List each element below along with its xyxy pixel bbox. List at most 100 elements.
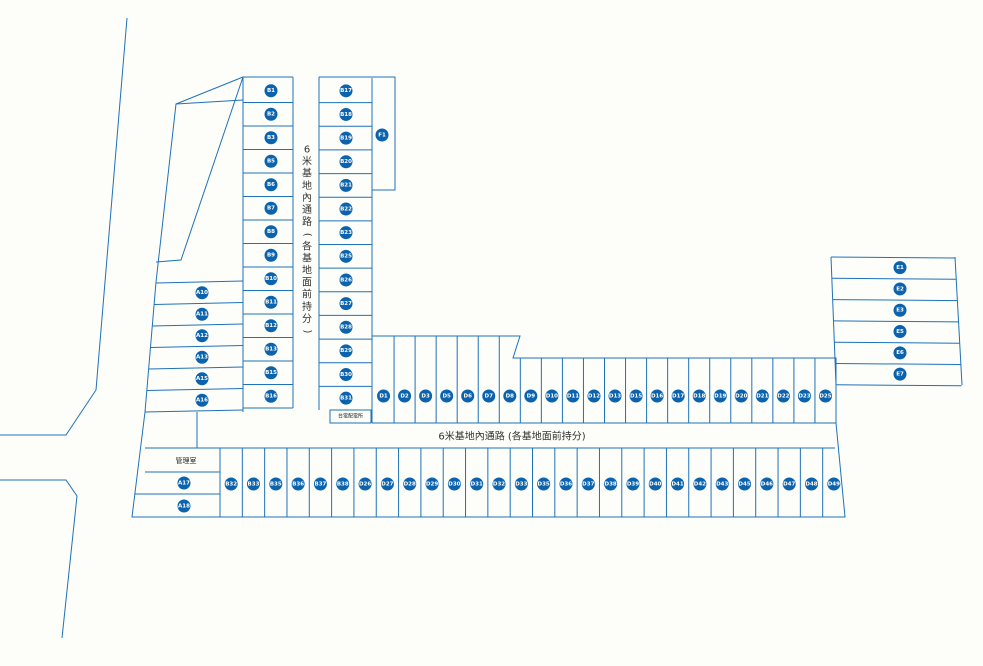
lot-b30[interactable]: B30 bbox=[339, 368, 353, 382]
lot-b8[interactable]: B8 bbox=[264, 225, 278, 239]
lot-f1[interactable]: F1 bbox=[375, 128, 389, 142]
lot-b17[interactable]: B17 bbox=[339, 84, 353, 98]
lot-d11[interactable]: D11 bbox=[566, 389, 580, 403]
lot-d27[interactable]: D27 bbox=[380, 477, 394, 491]
lot-d5[interactable]: D5 bbox=[440, 389, 454, 403]
lot-d20[interactable]: D20 bbox=[734, 389, 748, 403]
lot-a12[interactable]: A12 bbox=[195, 329, 209, 343]
lot-d7[interactable]: D7 bbox=[482, 389, 496, 403]
lot-b13[interactable]: B13 bbox=[264, 342, 278, 356]
lot-d37[interactable]: D37 bbox=[581, 477, 595, 491]
lot-b27[interactable]: B27 bbox=[339, 297, 353, 311]
lot-d29[interactable]: D29 bbox=[425, 477, 439, 491]
lot-d16[interactable]: D16 bbox=[650, 389, 664, 403]
lot-e5[interactable]: E5 bbox=[893, 325, 907, 339]
lot-b16[interactable]: B16 bbox=[264, 389, 278, 403]
lot-b32[interactable]: B32 bbox=[224, 477, 238, 491]
lot-e7[interactable]: E7 bbox=[893, 367, 907, 381]
lot-d3[interactable]: D3 bbox=[419, 389, 433, 403]
lot-d25[interactable]: D25 bbox=[818, 389, 832, 403]
lot-b6[interactable]: B6 bbox=[264, 178, 278, 192]
lot-a16[interactable]: A16 bbox=[195, 393, 209, 407]
lot-d22[interactable]: D22 bbox=[776, 389, 790, 403]
lot-d8[interactable]: D8 bbox=[503, 389, 517, 403]
lot-divider bbox=[835, 384, 962, 387]
lot-d43[interactable]: D43 bbox=[715, 477, 729, 491]
lot-b15[interactable]: B15 bbox=[264, 366, 278, 380]
lot-d13[interactable]: D13 bbox=[608, 389, 622, 403]
lot-d47[interactable]: D47 bbox=[782, 477, 796, 491]
lot-d28[interactable]: D28 bbox=[403, 477, 417, 491]
lot-d21[interactable]: D21 bbox=[755, 389, 769, 403]
lot-e6[interactable]: E6 bbox=[893, 346, 907, 360]
transformer-station: 台電配電所 bbox=[329, 409, 372, 424]
lot-e1[interactable]: E1 bbox=[893, 261, 907, 275]
lot-d49[interactable]: D49 bbox=[827, 477, 841, 491]
lot-b28[interactable]: B28 bbox=[339, 320, 353, 334]
lot-d26[interactable]: D26 bbox=[358, 477, 372, 491]
lot-b31[interactable]: B31 bbox=[339, 391, 353, 405]
lot-e3[interactable]: E3 bbox=[893, 303, 907, 317]
lot-d6[interactable]: D6 bbox=[461, 389, 475, 403]
lot-a11[interactable]: A11 bbox=[195, 307, 209, 321]
lot-b21[interactable]: B21 bbox=[339, 178, 353, 192]
lot-d2[interactable]: D2 bbox=[398, 389, 412, 403]
lot-a15[interactable]: A15 bbox=[195, 372, 209, 386]
lot-b29[interactable]: B29 bbox=[339, 344, 353, 358]
lot-d48[interactable]: D48 bbox=[805, 477, 819, 491]
lot-d1[interactable]: D1 bbox=[377, 389, 391, 403]
lot-b18[interactable]: B18 bbox=[339, 107, 353, 121]
lot-marker-icon bbox=[195, 307, 209, 321]
lot-b5[interactable]: B5 bbox=[264, 154, 278, 168]
lot-b9[interactable]: B9 bbox=[264, 248, 278, 262]
lot-marker-icon bbox=[425, 477, 439, 491]
lot-d40[interactable]: D40 bbox=[648, 477, 662, 491]
lot-b36[interactable]: B36 bbox=[291, 477, 305, 491]
lot-a17[interactable]: A17 bbox=[177, 476, 191, 490]
lot-b37[interactable]: B37 bbox=[313, 477, 327, 491]
lot-b33[interactable]: B33 bbox=[246, 477, 260, 491]
lot-b35[interactable]: B35 bbox=[269, 477, 283, 491]
lot-d23[interactable]: D23 bbox=[797, 389, 811, 403]
lot-d39[interactable]: D39 bbox=[626, 477, 640, 491]
lot-b1[interactable]: B1 bbox=[264, 84, 278, 98]
lot-d32[interactable]: D32 bbox=[492, 477, 506, 491]
lot-b12[interactable]: B12 bbox=[264, 319, 278, 333]
lot-a18[interactable]: A18 bbox=[177, 499, 191, 513]
lot-b19[interactable]: B19 bbox=[339, 131, 353, 145]
lot-d15[interactable]: D15 bbox=[629, 389, 643, 403]
lot-a10[interactable]: A10 bbox=[195, 286, 209, 300]
lot-label: B20 bbox=[340, 159, 352, 165]
lot-d46[interactable]: D46 bbox=[760, 477, 774, 491]
lot-d45[interactable]: D45 bbox=[738, 477, 752, 491]
lot-e2[interactable]: E2 bbox=[893, 282, 907, 296]
lot-d41[interactable]: D41 bbox=[671, 477, 685, 491]
lot-b20[interactable]: B20 bbox=[339, 155, 353, 169]
lot-d33[interactable]: D33 bbox=[514, 477, 528, 491]
lot-b23[interactable]: B23 bbox=[339, 226, 353, 240]
lot-d36[interactable]: D36 bbox=[559, 477, 573, 491]
lot-d38[interactable]: D38 bbox=[604, 477, 618, 491]
lot-b3[interactable]: B3 bbox=[264, 131, 278, 145]
lot-label: B13 bbox=[265, 347, 277, 353]
lot-b2[interactable]: B2 bbox=[264, 107, 278, 121]
lot-label: D12 bbox=[588, 393, 600, 399]
lot-a13[interactable]: A13 bbox=[195, 350, 209, 364]
lot-d9[interactable]: D9 bbox=[524, 389, 538, 403]
lot-d10[interactable]: D10 bbox=[545, 389, 559, 403]
lot-b25[interactable]: B25 bbox=[339, 249, 353, 263]
lot-d30[interactable]: D30 bbox=[447, 477, 461, 491]
lot-b10[interactable]: B10 bbox=[264, 272, 278, 286]
lot-d17[interactable]: D17 bbox=[671, 389, 685, 403]
lot-d42[interactable]: D42 bbox=[693, 477, 707, 491]
lot-d12[interactable]: D12 bbox=[587, 389, 601, 403]
lot-b7[interactable]: B7 bbox=[264, 201, 278, 215]
lot-d35[interactable]: D35 bbox=[537, 477, 551, 491]
lot-b22[interactable]: B22 bbox=[339, 202, 353, 216]
lot-d31[interactable]: D31 bbox=[470, 477, 484, 491]
lot-b11[interactable]: B11 bbox=[264, 295, 278, 309]
lot-b26[interactable]: B26 bbox=[339, 273, 353, 287]
lot-b38[interactable]: B38 bbox=[336, 477, 350, 491]
lot-d18[interactable]: D18 bbox=[692, 389, 706, 403]
lot-d19[interactable]: D19 bbox=[713, 389, 727, 403]
